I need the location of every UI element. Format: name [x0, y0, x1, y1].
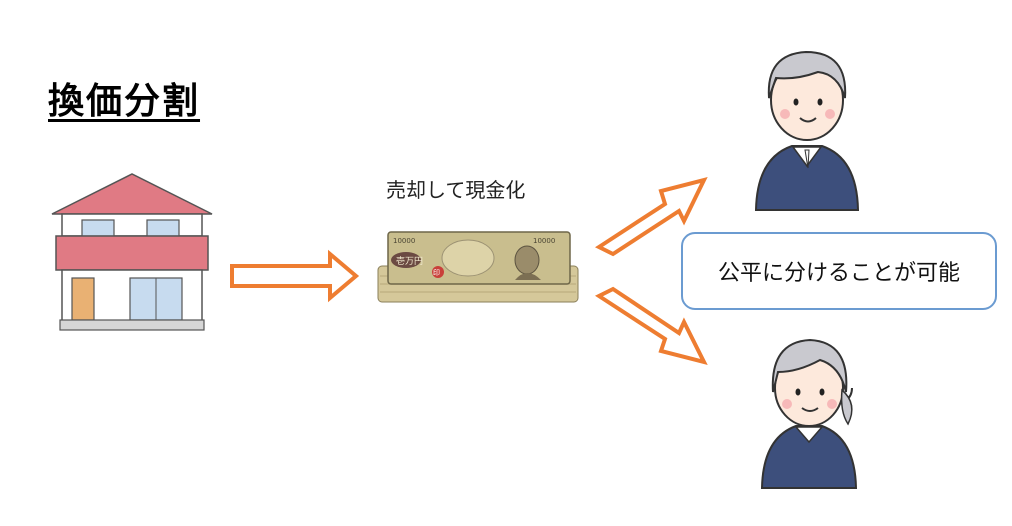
arrow-to-heir-bottom [594, 286, 708, 366]
result-bubble: 公平に分けることが可能 [681, 232, 997, 310]
result-text: 公平に分けることが可能 [717, 261, 960, 286]
house-icon [51, 173, 213, 331]
person-female-icon [760, 338, 858, 489]
note-seal-text: 印 [433, 269, 440, 277]
note-denomination-right: 10000 [533, 237, 555, 245]
note-denomination-left: 10000 [393, 237, 415, 245]
arrow-to-cash [230, 249, 360, 303]
sell-caption: 売却して現金化 [386, 178, 526, 202]
person-male-icon [754, 50, 860, 211]
banknote-stack-icon: 10000 10000 壱万円 印 [377, 231, 579, 303]
note-bank-text: 壱万円 [396, 255, 423, 267]
page-title: 換価分割 [48, 81, 201, 122]
arrow-to-heir-top [594, 176, 708, 257]
